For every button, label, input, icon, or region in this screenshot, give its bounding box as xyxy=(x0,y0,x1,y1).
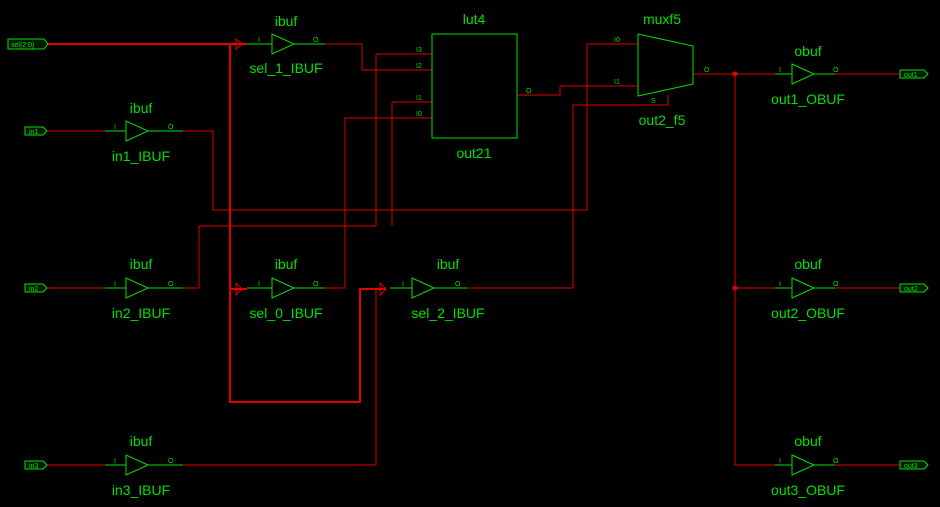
wire-lut-i1[interactable] xyxy=(391,101,432,226)
input-port-sel[interactable]: sel(2:0) xyxy=(7,38,49,50)
cell-instance-label: out21 xyxy=(456,145,491,161)
cell-type-label: ibuf xyxy=(130,433,153,449)
lut4-out21[interactable]: I3 I2 I1 I0 O lut4 out21 xyxy=(416,11,532,161)
ibuf-in3[interactable]: I O ibuf in3_IBUF xyxy=(105,433,183,498)
ibuf-sel1[interactable]: I O ibuf sel_1_IBUF xyxy=(247,13,325,76)
cell-type-label: ibuf xyxy=(275,256,298,272)
port-label: out1 xyxy=(904,72,918,79)
sel-bus[interactable] xyxy=(47,43,385,403)
cell-instance-label: out2_OBUF xyxy=(771,305,845,321)
pin-label: I0 xyxy=(416,111,422,118)
ibuf-sel0[interactable]: I O ibuf sel_0_IBUF xyxy=(247,256,325,321)
input-port-in3[interactable]: in3 xyxy=(24,460,48,470)
obuf-out1[interactable]: I O obuf out1_OBUF xyxy=(771,43,845,107)
wire-sel2-mux-s[interactable] xyxy=(467,95,669,289)
cell-type-label: ibuf xyxy=(275,13,298,29)
cell-type-label: ibuf xyxy=(437,256,460,272)
wire-mux-out-trunk[interactable] xyxy=(734,74,775,466)
pin-label: O xyxy=(704,67,710,74)
ibuf-sel2[interactable]: I O ibuf sel_2_IBUF xyxy=(390,256,485,321)
bus-ripper xyxy=(235,281,243,297)
pin-label: O xyxy=(455,281,461,288)
pin-label: O xyxy=(313,37,319,44)
pin-label: O xyxy=(313,281,319,288)
pin-label: I0 xyxy=(614,37,620,44)
wire-in2ibuf-lut-i3[interactable] xyxy=(183,53,432,289)
cell-instance-label: out2_f5 xyxy=(639,112,686,128)
junction-dot xyxy=(732,71,738,77)
cell-instance-label: sel_0_IBUF xyxy=(249,305,322,321)
pin-label: I1 xyxy=(416,95,422,102)
cell-instance-label: in2_IBUF xyxy=(112,305,170,321)
pin-label: S xyxy=(651,98,656,105)
port-label: out3 xyxy=(904,463,918,470)
cell-instance-label: sel_1_IBUF xyxy=(249,60,322,76)
port-label: in2 xyxy=(29,286,38,293)
pin-label: I xyxy=(779,458,781,465)
output-port-out2[interactable]: out2 xyxy=(899,283,929,293)
wire-lut-mux-i1[interactable] xyxy=(517,85,638,96)
cell-type-label: obuf xyxy=(794,43,821,59)
wire-in3ibuf-lut-i1[interactable] xyxy=(183,289,377,466)
pin-label: O xyxy=(168,124,174,131)
cell-type-label: ibuf xyxy=(130,256,153,272)
pin-label: O xyxy=(833,67,839,74)
pin-label: O xyxy=(833,458,839,465)
obuf-out3[interactable]: I O obuf out3_OBUF xyxy=(771,433,845,498)
pin-label: I xyxy=(114,281,116,288)
wire-sel1-lut-i2[interactable] xyxy=(325,43,432,71)
pin-label: I3 xyxy=(416,47,422,54)
pin-label: I xyxy=(402,281,404,288)
pin-label: I1 xyxy=(614,79,620,86)
cell-type-label: lut4 xyxy=(463,11,486,27)
pin-label: O xyxy=(526,88,532,95)
pin-label: I xyxy=(258,37,260,44)
output-port-out1[interactable]: out1 xyxy=(899,69,929,79)
pin-label: I xyxy=(779,67,781,74)
ibuf-in2[interactable]: I O ibuf in2_IBUF xyxy=(105,256,183,321)
output-port-out3[interactable]: out3 xyxy=(899,460,929,470)
cell-instance-label: out1_OBUF xyxy=(771,91,845,107)
pin-label: O xyxy=(168,458,174,465)
input-port-in2[interactable]: in2 xyxy=(24,283,48,293)
cell-instance-label: in3_IBUF xyxy=(112,482,170,498)
pin-label: I xyxy=(114,124,116,131)
port-label: in3 xyxy=(29,463,38,470)
pin-label: I xyxy=(779,281,781,288)
ibuf-in1[interactable]: I O ibuf in1_IBUF xyxy=(105,100,183,164)
port-label: out2 xyxy=(904,286,918,293)
port-label: sel(2:0) xyxy=(11,42,34,49)
wires xyxy=(47,37,900,466)
muxf5-out2-f5[interactable]: I0 I1 S O muxf5 out2_f5 xyxy=(614,11,710,128)
input-port-in1[interactable]: in1 xyxy=(24,126,48,136)
obuf-out2[interactable]: I O obuf out2_OBUF xyxy=(771,256,845,321)
cell-type-label: ibuf xyxy=(130,100,153,116)
cell-instance-label: out3_OBUF xyxy=(771,482,845,498)
cell-type-label: muxf5 xyxy=(643,11,681,27)
cell-instance-label: sel_2_IBUF xyxy=(411,305,484,321)
cell-type-label: obuf xyxy=(794,256,821,272)
pin-label: I2 xyxy=(416,63,422,70)
pin-label: I xyxy=(258,281,260,288)
pin-label: O xyxy=(833,281,839,288)
bus-ripper xyxy=(235,37,243,51)
pin-label: O xyxy=(168,281,174,288)
port-label: in1 xyxy=(29,129,38,136)
wire-sel0-lut-i0[interactable] xyxy=(325,117,432,289)
cell-instance-label: in1_IBUF xyxy=(112,148,170,164)
bus-ripper xyxy=(379,281,387,297)
cell-type-label: obuf xyxy=(794,433,821,449)
junction-dot xyxy=(732,285,738,291)
wire-in1ibuf-mux-i0[interactable] xyxy=(183,43,638,211)
pin-label: I xyxy=(114,458,116,465)
